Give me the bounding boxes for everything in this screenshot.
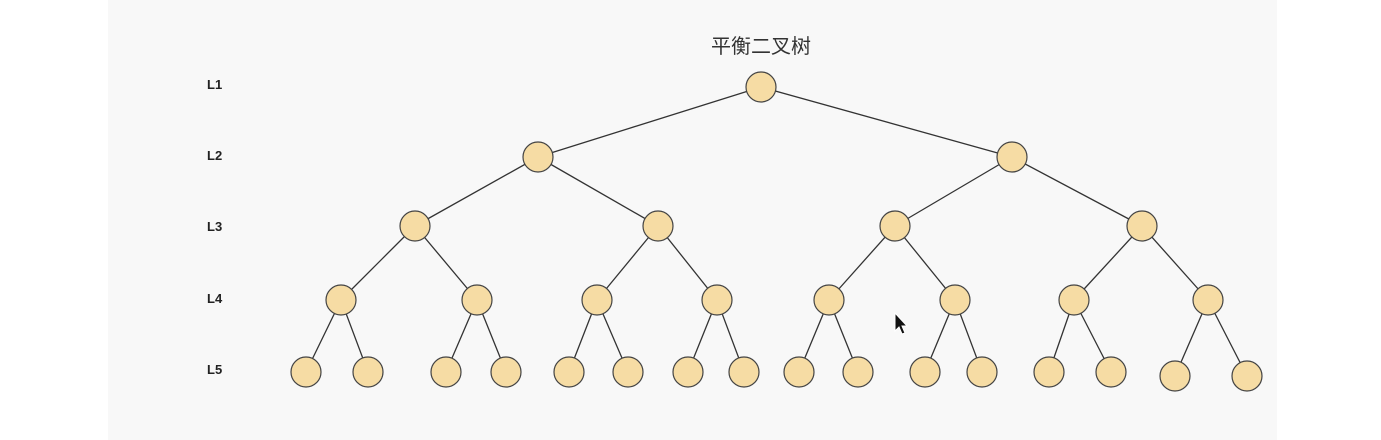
tree-node-L5 bbox=[352, 356, 384, 388]
tree-node-L4 bbox=[813, 284, 845, 316]
tree-edge bbox=[414, 225, 478, 301]
tree-node-L5 bbox=[909, 356, 941, 388]
tree-node-L5 bbox=[290, 356, 322, 388]
tree-edge bbox=[1073, 225, 1143, 301]
level-label-5: L5 bbox=[207, 362, 223, 377]
tree-edge bbox=[1141, 225, 1209, 301]
tree-edge bbox=[894, 156, 1013, 227]
tree-edge bbox=[1011, 156, 1143, 227]
tree-node-L5 bbox=[553, 356, 585, 388]
tree-edge bbox=[537, 86, 762, 158]
tree-node-L5 bbox=[966, 356, 998, 388]
tree-node-L5 bbox=[430, 356, 462, 388]
tree-edge bbox=[537, 156, 659, 227]
tree-edge bbox=[596, 225, 659, 301]
tree-node-L5 bbox=[728, 356, 760, 388]
tree-node-L2 bbox=[522, 141, 554, 173]
tree-node-L3 bbox=[399, 210, 431, 242]
tree-node-L4 bbox=[1192, 284, 1224, 316]
tree-node-L4 bbox=[325, 284, 357, 316]
tree-node-L5 bbox=[842, 356, 874, 388]
tree-node-L3 bbox=[1126, 210, 1158, 242]
tree-node-L5 bbox=[783, 356, 815, 388]
tree-node-L4 bbox=[461, 284, 493, 316]
tree-node-L4 bbox=[701, 284, 733, 316]
tree-edge bbox=[760, 86, 1013, 158]
tree-edge bbox=[657, 225, 718, 301]
tree-edge bbox=[414, 156, 539, 227]
tree-node-L2 bbox=[996, 141, 1028, 173]
tree-node-L4 bbox=[939, 284, 971, 316]
level-label-2: L2 bbox=[207, 148, 223, 163]
tree-edge bbox=[894, 225, 956, 301]
level-label-1: L1 bbox=[207, 77, 223, 92]
tree-edge bbox=[340, 225, 416, 301]
tree-node-L5 bbox=[612, 356, 644, 388]
tree-node-L5 bbox=[672, 356, 704, 388]
level-label-3: L3 bbox=[207, 219, 223, 234]
tree-node-L5 bbox=[1095, 356, 1127, 388]
level-label-4: L4 bbox=[207, 291, 223, 306]
diagram-title: 平衡二叉树 bbox=[711, 34, 811, 58]
tree-node-L3 bbox=[642, 210, 674, 242]
tree-node-L5 bbox=[1159, 360, 1191, 392]
tree-node-L5 bbox=[1033, 356, 1065, 388]
tree-node-L5 bbox=[1231, 360, 1263, 392]
tree-node-L4 bbox=[581, 284, 613, 316]
tree-node-L3 bbox=[879, 210, 911, 242]
tree-node-L1 bbox=[745, 71, 777, 103]
tree-edge bbox=[828, 225, 896, 301]
tree-node-L5 bbox=[490, 356, 522, 388]
tree-node-L4 bbox=[1058, 284, 1090, 316]
